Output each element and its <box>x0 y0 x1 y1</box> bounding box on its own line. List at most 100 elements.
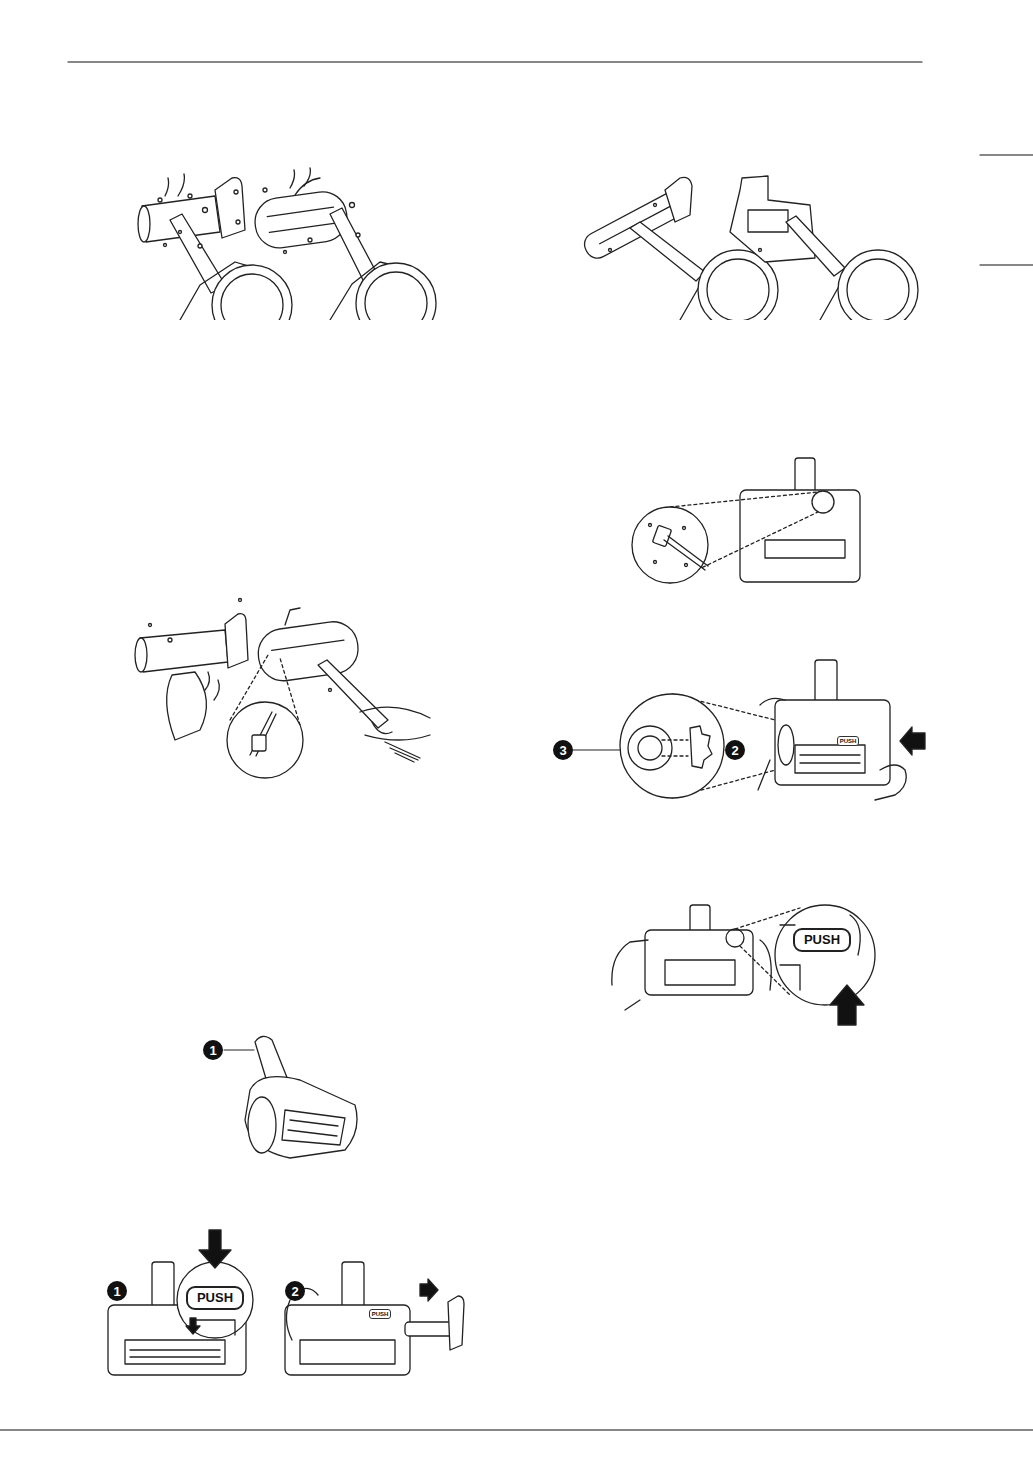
vacuum-cleaning-brush-roll-part <box>365 272 427 320</box>
gear-alignment-zoom-part <box>795 745 865 773</box>
push-remove-roll-part <box>300 1340 395 1364</box>
cloth-and-brush-cleaning-part <box>252 735 266 751</box>
mini-power-nozzle-part <box>224 1050 254 1051</box>
mini-power-nozzle-part <box>245 1077 357 1158</box>
gear-alignment-zoom-part <box>815 660 837 705</box>
tweezers-zoom-part <box>664 536 708 570</box>
push-remove-roll-part <box>186 1318 200 1334</box>
tweezers-zoom-part <box>670 492 818 507</box>
node-text: 2 <box>731 744 738 757</box>
cloth-and-brush-cleaning-part <box>318 660 388 728</box>
node-text: PUSH <box>197 1291 233 1305</box>
vacuum-cleaning-nozzle-part <box>748 210 788 232</box>
vacuum-cleaning-brush-roll-part <box>234 190 238 194</box>
vacuum-cleaning-brush-roll <box>138 168 436 320</box>
push-button: PUSH <box>793 928 851 952</box>
tweezers-zoom-part-part <box>649 524 652 527</box>
vacuum-cleaning-brush-roll-part <box>170 214 226 293</box>
cloth-and-brush-cleaning-part-part <box>272 640 344 650</box>
vacuum-cleaning-nozzle <box>580 176 918 320</box>
vacuum-cleaning-nozzle-part <box>838 250 918 320</box>
cloth-and-brush-cleaning-part-part <box>329 689 332 692</box>
push-button: PUSH <box>369 1309 392 1319</box>
vacuum-cleaning-brush-roll-part <box>212 265 292 320</box>
vacuum-cleaning-brush-roll-part-part <box>158 198 162 202</box>
cloth-and-brush-cleaning-part <box>149 599 332 692</box>
callout-number: 2 <box>725 740 745 760</box>
cloth-and-brush-cleaning-part <box>227 702 303 778</box>
vacuum-cleaning-brush-roll-part-part <box>308 238 312 242</box>
cloth-and-brush-cleaning-part <box>372 722 392 734</box>
vacuum-cleaning-nozzle-part-part <box>654 204 657 207</box>
cloth-and-brush-cleaning-part <box>135 638 147 672</box>
cloth-and-brush-cleaning-part <box>225 614 248 668</box>
callout-number: 3 <box>553 740 573 760</box>
page-rules <box>0 62 1033 1430</box>
tweezers-zoom-part <box>632 507 708 583</box>
cloth-and-brush-cleaning <box>135 599 430 779</box>
gear-alignment-zoom-part <box>800 754 860 755</box>
cloth-and-brush-cleaning-part <box>385 742 420 762</box>
gear-alignment-zoom-part <box>620 694 724 798</box>
push-remove-roll-part <box>152 1262 174 1307</box>
gear-alignment-zoom-part <box>775 700 890 785</box>
push-remove-roll-part <box>420 1279 438 1301</box>
push-button: PUSH <box>837 736 860 746</box>
page-rules-part <box>980 154 1033 155</box>
vacuum-cleaning-brush-roll-part-part <box>198 244 202 248</box>
push-lock-zoom-part <box>612 940 771 1010</box>
cloth-and-brush-cleaning-part-part <box>168 638 172 642</box>
cloth-and-brush-cleaning-part-part <box>239 599 242 602</box>
gear-alignment-zoom-part <box>778 725 794 765</box>
vacuum-cleaning-brush-roll-part <box>138 206 150 242</box>
vacuum-cleaning-brush-roll-part-part <box>350 203 355 208</box>
mini-power-nozzle <box>224 1036 357 1158</box>
push-button: PUSH <box>186 1286 244 1310</box>
gear-alignment-zoom-part <box>638 736 662 760</box>
tweezers-zoom-part-part <box>685 564 688 567</box>
cloth-and-brush-cleaning-part <box>167 672 207 740</box>
push-remove-roll-part <box>448 1296 464 1350</box>
node-text: 2 <box>291 1285 298 1298</box>
gear-alignment-zoom-part <box>628 726 672 770</box>
push-remove-roll-part <box>130 1349 220 1350</box>
push-lock-zoom-part <box>645 930 753 995</box>
push-lock-zoom-part <box>665 960 735 985</box>
step-number: 2 <box>285 1281 305 1301</box>
vacuum-cleaning-brush-roll-part-part <box>356 233 360 237</box>
node-text: PUSH <box>804 933 840 947</box>
node-text: 1 <box>209 1044 216 1057</box>
push-remove-roll-part <box>199 1230 231 1268</box>
gear-alignment-zoom-part <box>690 726 712 768</box>
mini-power-nozzle-part <box>288 1130 337 1136</box>
vacuum-cleaning-nozzle-part <box>730 176 815 262</box>
push-lock-zoom-part <box>775 905 875 1005</box>
push-remove-roll-part <box>342 1262 364 1307</box>
vacuum-cleaning-nozzle-part <box>786 216 845 276</box>
push-remove-roll <box>108 1230 464 1375</box>
page-rules-part <box>0 1429 1033 1430</box>
cloth-and-brush-cleaning-part <box>250 712 276 756</box>
mini-power-nozzle-part <box>248 1097 276 1153</box>
vacuum-cleaning-brush-roll-part-part <box>263 188 267 192</box>
push-remove-roll-part <box>285 1305 410 1375</box>
gear-alignment-zoom-part <box>758 698 906 800</box>
push-remove-roll-part <box>195 1320 235 1335</box>
tweezers-zoom-part <box>765 540 845 558</box>
cloth-and-brush-cleaning-part <box>285 608 300 625</box>
vacuum-cleaning-brush-roll-part-part <box>164 244 167 247</box>
cloth-and-brush-cleaning-part-part <box>255 619 361 684</box>
vacuum-cleaning-brush-roll-part <box>356 263 436 320</box>
push-lock-zoom <box>612 905 875 1025</box>
tweezers-zoom-part-part <box>683 527 686 530</box>
vacuum-cleaning-brush-roll-part-part <box>284 251 287 254</box>
tweezers-zoom <box>632 458 860 583</box>
vacuum-cleaning-nozzle-part <box>707 259 769 320</box>
callout-number: 1 <box>203 1040 223 1060</box>
vacuum-cleaning-brush-roll-part-part <box>203 208 208 213</box>
push-remove-roll-part <box>125 1340 225 1364</box>
vacuum-cleaning-brush-roll-part <box>158 188 360 254</box>
